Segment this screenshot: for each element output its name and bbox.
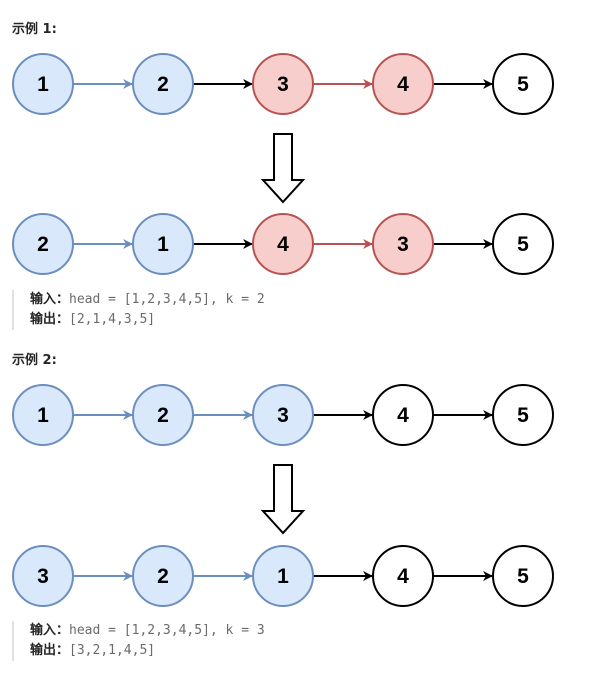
node-circle bbox=[492, 53, 554, 115]
node-value: 1 bbox=[157, 233, 169, 256]
example-1-output-line: 输出：[2,1,4,3,5] bbox=[30, 310, 265, 330]
list-node: 5 bbox=[492, 384, 554, 446]
node-value: 4 bbox=[397, 404, 409, 427]
list-node: 2 bbox=[132, 545, 194, 607]
transform-down-arrow bbox=[260, 133, 306, 204]
node-value: 4 bbox=[277, 233, 289, 256]
output-value: [3,2,1,4,5] bbox=[69, 643, 156, 658]
node-value: 2 bbox=[157, 73, 169, 96]
node-circle bbox=[132, 545, 194, 607]
node-circle bbox=[132, 384, 194, 446]
example-1-heading: 示例 1: bbox=[12, 22, 57, 37]
input-label: 输入： bbox=[30, 623, 70, 638]
example-2-output-line: 输出：[3,2,1,4,5] bbox=[30, 641, 265, 661]
output-label: 输出： bbox=[30, 312, 70, 327]
node-value: 5 bbox=[517, 73, 529, 96]
list-node: 2 bbox=[132, 384, 194, 446]
node-value: 1 bbox=[37, 73, 49, 96]
list-node: 2 bbox=[132, 53, 194, 115]
node-value: 3 bbox=[397, 233, 409, 256]
list-node: 1 bbox=[12, 53, 74, 115]
input-label: 输入： bbox=[30, 292, 70, 307]
list-node: 5 bbox=[492, 53, 554, 115]
list-node: 3 bbox=[372, 213, 434, 275]
list-node: 3 bbox=[252, 384, 314, 446]
node-circle bbox=[12, 53, 74, 115]
list-node: 5 bbox=[492, 213, 554, 275]
list-node: 1 bbox=[252, 545, 314, 607]
node-value: 3 bbox=[277, 404, 289, 427]
list-node: 3 bbox=[12, 545, 74, 607]
list-node: 4 bbox=[372, 545, 434, 607]
node-circle bbox=[252, 384, 314, 446]
input-value: head = [1,2,3,4,5], k = 2 bbox=[69, 292, 265, 307]
node-circle bbox=[12, 384, 74, 446]
node-value: 4 bbox=[397, 565, 409, 588]
example-2-input-line: 输入：head = [1,2,3,4,5], k = 3 bbox=[30, 621, 265, 641]
node-value: 3 bbox=[37, 565, 49, 588]
list-node: 5 bbox=[492, 545, 554, 607]
linked-list-row: 2 1 4 3 5 bbox=[12, 213, 554, 275]
output-value: [2,1,4,3,5] bbox=[69, 312, 156, 327]
node-circle bbox=[492, 384, 554, 446]
example-2-io-block: 输入：head = [1,2,3,4,5], k = 3 输出：[3,2,1,4… bbox=[12, 621, 265, 661]
node-circle bbox=[252, 213, 314, 275]
list-node: 4 bbox=[252, 213, 314, 275]
transform-down-arrow bbox=[260, 464, 306, 535]
input-value: head = [1,2,3,4,5], k = 3 bbox=[69, 623, 265, 638]
node-circle bbox=[492, 213, 554, 275]
node-circle bbox=[372, 53, 434, 115]
node-circle bbox=[372, 545, 434, 607]
node-value: 1 bbox=[37, 404, 49, 427]
node-value: 1 bbox=[277, 565, 289, 588]
linked-list-row: 1 2 3 4 5 bbox=[12, 53, 554, 115]
node-circle bbox=[12, 545, 74, 607]
node-value: 5 bbox=[517, 565, 529, 588]
node-circle bbox=[12, 213, 74, 275]
node-circle bbox=[132, 213, 194, 275]
node-value: 5 bbox=[517, 404, 529, 427]
output-label: 输出： bbox=[30, 643, 70, 658]
list-node: 4 bbox=[372, 384, 434, 446]
node-circle bbox=[252, 53, 314, 115]
node-value: 2 bbox=[157, 404, 169, 427]
list-node: 3 bbox=[252, 53, 314, 115]
node-circle bbox=[372, 384, 434, 446]
example-1-io-block: 输入：head = [1,2,3,4,5], k = 2 输出：[2,1,4,3… bbox=[12, 290, 265, 330]
list-node: 4 bbox=[372, 53, 434, 115]
node-value: 4 bbox=[397, 73, 409, 96]
node-value: 3 bbox=[277, 73, 289, 96]
example-2-heading: 示例 2: bbox=[12, 353, 57, 368]
node-value: 2 bbox=[157, 565, 169, 588]
node-value: 2 bbox=[37, 233, 49, 256]
list-node: 1 bbox=[12, 384, 74, 446]
node-circle bbox=[252, 545, 314, 607]
linked-list-row: 3 2 1 4 5 bbox=[12, 545, 554, 607]
example-1-input-line: 输入：head = [1,2,3,4,5], k = 2 bbox=[30, 290, 265, 310]
linked-list-row: 1 2 3 4 5 bbox=[12, 384, 554, 446]
node-circle bbox=[132, 53, 194, 115]
list-node: 1 bbox=[132, 213, 194, 275]
node-value: 5 bbox=[517, 233, 529, 256]
node-circle bbox=[372, 213, 434, 275]
list-node: 2 bbox=[12, 213, 74, 275]
node-circle bbox=[492, 545, 554, 607]
